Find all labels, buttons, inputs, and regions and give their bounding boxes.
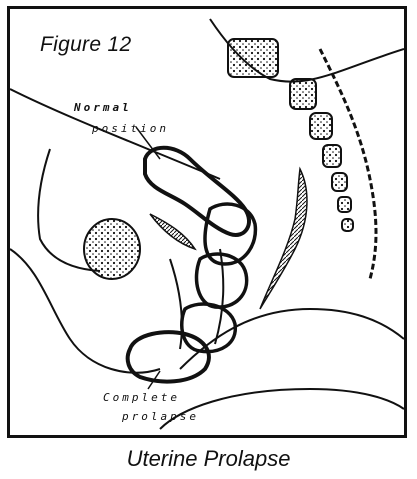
figure-label: Figure 12 [40,33,131,57]
rectal-tissue [260,169,307,309]
annotation-complete-line2: prolapse [122,410,199,424]
spine-vertebrae [228,39,353,231]
annotation-normal-line1: Normal [74,101,132,115]
uterus-complete-prolapse [128,332,209,381]
annotation-normal-line2: position [92,122,169,136]
annotation-complete-line1: Complete [103,391,180,405]
figure-frame: Figure 12 Normal position Complete prola… [7,6,407,438]
anatomy-diagram [10,9,404,435]
figure-caption: Uterine Prolapse [0,446,417,472]
pubic-bone [84,219,140,279]
bladder-tissue [150,214,195,249]
